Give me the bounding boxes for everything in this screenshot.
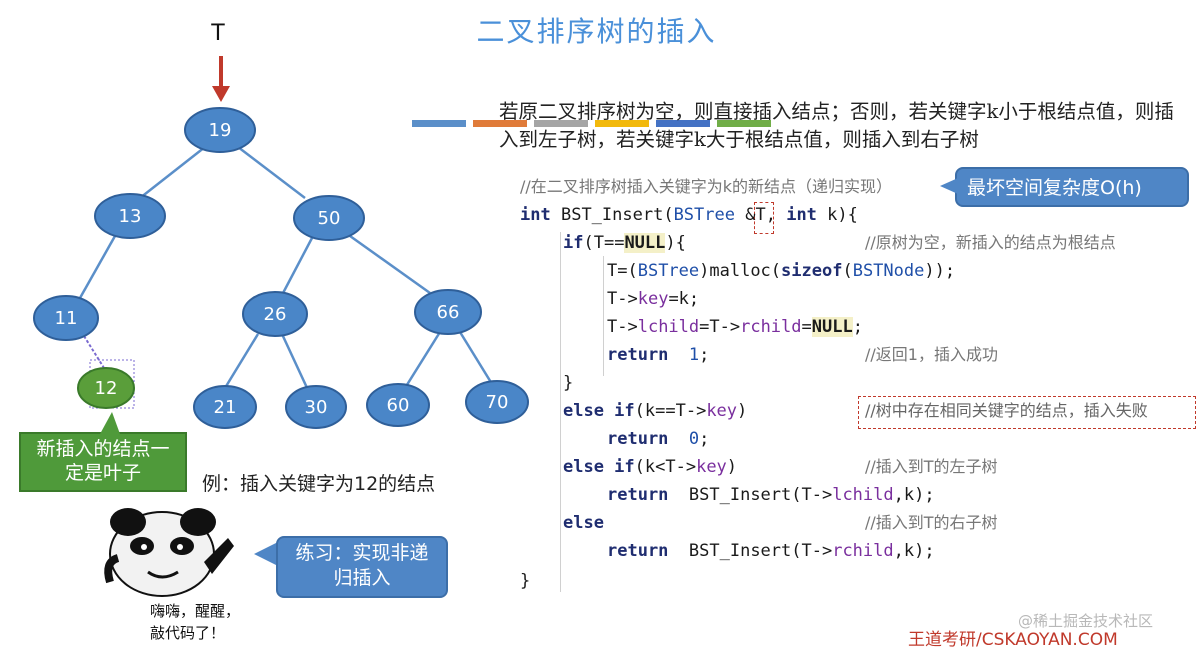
leaf-note-text: 新插入的结点一定是叶子 xyxy=(36,438,170,484)
tree-node-26: 26 xyxy=(242,291,308,337)
tree-node-60: 60 xyxy=(366,383,430,427)
svg-text:21: 21 xyxy=(214,397,237,418)
svg-text:26: 26 xyxy=(264,304,287,325)
code-block: //在二叉排序树插入关键字为k的新结点（递归实现） int BST_Insert… xyxy=(520,176,1195,596)
brand-footer: 王道考研/CSKAOYAN.COM xyxy=(908,630,1118,650)
code-comment-header: //在二叉排序树插入关键字为k的新结点（递归实现） xyxy=(520,177,893,196)
slide-title: 二叉排序树的插入 xyxy=(476,15,717,48)
code-line-set-key: T->key=k; xyxy=(607,289,700,309)
title-bar-6 xyxy=(717,120,771,127)
code-line-recurse-left: return BST_Insert(T->lchild,k); xyxy=(607,485,935,505)
tree-node-70: 70 xyxy=(465,380,529,424)
complexity-callout-pointer xyxy=(940,178,958,194)
code-line-else-if-equal: else if(k==T->key) xyxy=(563,401,748,421)
svg-text:70: 70 xyxy=(486,392,509,413)
panda-meme-image xyxy=(104,508,234,597)
tree-node-21: 21 xyxy=(193,385,257,429)
code-line-recurse-right: return BST_Insert(T->rchild,k); xyxy=(607,541,935,561)
code-line-if-null: if(T==NULL){ xyxy=(563,233,686,253)
example-caption: 例：插入关键字为12的结点 xyxy=(202,473,436,495)
root-pointer-arrowhead xyxy=(212,86,230,102)
title-bar-3 xyxy=(534,120,588,127)
tree-node-11: 11 xyxy=(33,295,99,341)
title-bar-2 xyxy=(473,120,527,127)
meme-caption-line2: 敲代码了！ xyxy=(150,624,226,642)
svg-text:60: 60 xyxy=(387,395,410,416)
ref-highlight-box xyxy=(754,202,774,234)
indent-guide-2 xyxy=(603,256,604,376)
watermark: @稀土掘金技术社区 xyxy=(1018,612,1154,630)
code-line-else: else xyxy=(563,513,604,533)
tree-node-12-new: 12 xyxy=(77,367,135,409)
indent-guide-1 xyxy=(560,232,561,592)
exercise-callout-text: 练习：实现非递归插入 xyxy=(295,542,429,589)
leaf-note-pointer xyxy=(100,412,120,434)
complexity-callout xyxy=(955,167,1189,207)
title-bar-5 xyxy=(656,120,710,127)
code-comment-left-subtree: //插入到T的左子树 xyxy=(865,457,998,476)
complexity-callout-text: 最坏空间复杂度O(h) xyxy=(967,177,1142,199)
tree-node-19: 19 xyxy=(184,107,256,153)
exercise-callout xyxy=(276,536,448,598)
code-comment-empty-tree: //原树为空，新插入的结点为根结点 xyxy=(865,233,1116,252)
svg-text:11: 11 xyxy=(55,308,78,329)
tree-node-30: 30 xyxy=(285,385,347,429)
code-line-set-children: T->lchild=T->rchild=NULL; xyxy=(607,317,863,337)
new-node-edge xyxy=(83,335,105,369)
meme-caption-line1: 嗨嗨，醒醒， xyxy=(150,602,241,620)
title-bar-4 xyxy=(595,120,649,127)
code-line-return-1: return 1; xyxy=(607,345,710,365)
code-line-signature: int BST_Insert(BSTree &T, int k){ xyxy=(520,205,858,225)
tree-node-50: 50 xyxy=(293,195,365,241)
exercise-callout-pointer xyxy=(254,542,278,566)
code-line-close-if: } xyxy=(563,373,574,393)
tree-node-13: 13 xyxy=(94,193,166,239)
svg-text:50: 50 xyxy=(318,208,341,229)
svg-text:12: 12 xyxy=(95,378,118,399)
code-line-else-if-less: else if(k<T->key) xyxy=(563,457,738,477)
svg-text:13: 13 xyxy=(119,206,142,227)
fail-comment-box xyxy=(858,396,1196,429)
tree-edges xyxy=(78,146,494,391)
svg-text:19: 19 xyxy=(209,120,232,141)
code-line-malloc: T=(BSTree)malloc(sizeof(BSTNode)); xyxy=(607,261,956,281)
title-bar-1 xyxy=(412,120,466,127)
svg-text:66: 66 xyxy=(437,302,460,323)
title-color-bars xyxy=(412,60,776,127)
code-comment-right-subtree: //插入到T的右子树 xyxy=(865,513,998,532)
code-line-return-0: return 0; xyxy=(607,429,710,449)
bst-tree-diagram: T 19 13 50 11 26 66 12 21 30 60 70 xyxy=(33,21,529,429)
tree-node-66: 66 xyxy=(414,289,482,335)
root-pointer-label: T xyxy=(210,21,225,46)
code-comment-return-1: //返回1，插入成功 xyxy=(865,345,998,364)
code-line-close-fn: } xyxy=(520,571,531,591)
svg-text:30: 30 xyxy=(305,397,328,418)
description-text: 若原二叉排序树为空，则直接插入结点；否则，若关键字k小于根结点值，则插入到左子树… xyxy=(499,100,1174,151)
code-comment-duplicate: //树中存在相同关键字的结点，插入失败 xyxy=(865,401,1148,420)
